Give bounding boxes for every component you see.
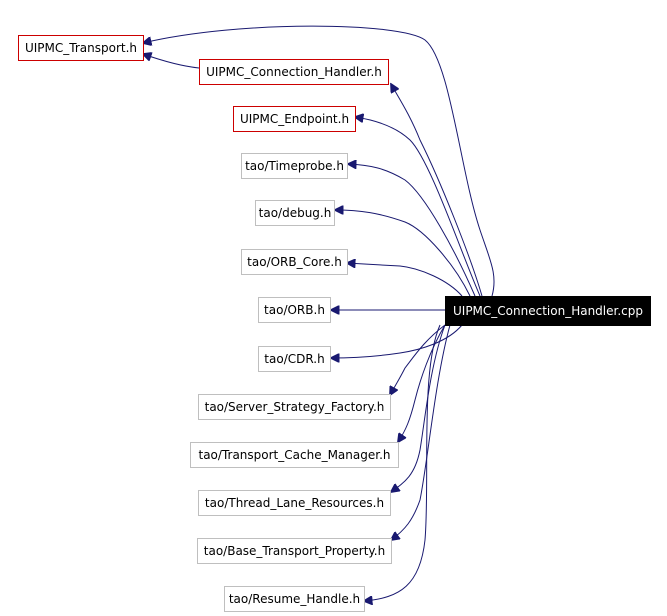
edge-n02-to-n01 — [143, 54, 200, 69]
edge-line — [143, 25, 495, 297]
node-label: tao/Resume_Handle.h — [229, 592, 360, 606]
node-label: UIPMC_Endpoint.h — [240, 112, 349, 126]
node-n13: tao/Resume_Handle.h — [224, 586, 365, 612]
node-label: tao/ORB_Core.h — [247, 255, 342, 269]
node-n07: tao/ORB.h — [258, 297, 331, 323]
node-n10: tao/Transport_Cache_Manager.h — [190, 442, 399, 468]
node-label: tao/Base_Transport_Property.h — [204, 544, 385, 558]
node-box — [445, 296, 651, 326]
edge-line — [143, 54, 200, 69]
edge-line — [348, 164, 476, 297]
edge-root-to-n02 — [391, 84, 483, 297]
edge-root-to-n06 — [347, 263, 463, 297]
node-box — [241, 249, 348, 275]
node-box — [233, 106, 356, 132]
node-box — [190, 442, 399, 468]
edge-root-to-n04 — [348, 164, 476, 297]
edge-line — [335, 210, 471, 297]
node-label: tao/Transport_Cache_Manager.h — [199, 448, 391, 462]
node-box — [258, 346, 331, 372]
node-label: tao/Server_Strategy_Factory.h — [205, 400, 385, 414]
edges — [143, 25, 495, 601]
node-n02[interactable]: UIPMC_Connection_Handler.h — [199, 59, 389, 85]
edge-root-to-n11 — [391, 324, 446, 492]
node-n04: tao/Timeprobe.h — [241, 153, 348, 179]
nodes: UIPMC_Transport.hUIPMC_Connection_Handle… — [18, 35, 651, 612]
edge-line — [391, 84, 483, 297]
node-label: UIPMC_Connection_Handler.cpp — [453, 304, 643, 318]
node-n03[interactable]: UIPMC_Endpoint.h — [233, 106, 356, 132]
node-label: UIPMC_Transport.h — [25, 41, 137, 55]
edge-root-to-n12 — [391, 324, 451, 540]
edge-root-to-n13 — [364, 324, 441, 601]
node-label: tao/CDR.h — [264, 352, 324, 366]
edge-line — [391, 324, 446, 492]
node-root[interactable]: UIPMC_Connection_Handler.cpp — [445, 296, 651, 326]
node-n11: tao/Thread_Lane_Resources.h — [198, 490, 391, 516]
edge-root-to-n03 — [355, 117, 481, 297]
edge-root-to-n05 — [335, 210, 471, 297]
edge-line — [391, 324, 451, 540]
node-n01[interactable]: UIPMC_Transport.h — [18, 35, 144, 61]
node-box — [241, 153, 348, 179]
node-label: UIPMC_Connection_Handler.h — [206, 65, 382, 79]
node-label: tao/Thread_Lane_Resources.h — [205, 496, 384, 510]
edge-root-to-n01 — [143, 25, 495, 297]
node-box — [199, 59, 389, 85]
edge-line — [364, 324, 441, 601]
node-box — [224, 586, 365, 612]
node-box — [198, 490, 391, 516]
node-n06: tao/ORB_Core.h — [241, 249, 348, 275]
node-n05: tao/debug.h — [255, 200, 335, 226]
edge-line — [347, 263, 463, 297]
edge-line — [355, 117, 481, 297]
node-label: tao/debug.h — [259, 206, 332, 220]
node-box — [258, 297, 331, 323]
edge-line — [390, 324, 446, 395]
node-box — [18, 35, 144, 61]
node-label: tao/Timeprobe.h — [245, 159, 344, 173]
node-box — [197, 538, 392, 564]
node-box — [198, 394, 391, 420]
node-label: tao/ORB.h — [264, 303, 325, 317]
node-n08: tao/CDR.h — [258, 346, 331, 372]
node-n09: tao/Server_Strategy_Factory.h — [198, 394, 391, 420]
edge-root-to-n09 — [390, 324, 446, 395]
node-n12: tao/Base_Transport_Property.h — [197, 538, 392, 564]
node-box — [255, 200, 335, 226]
